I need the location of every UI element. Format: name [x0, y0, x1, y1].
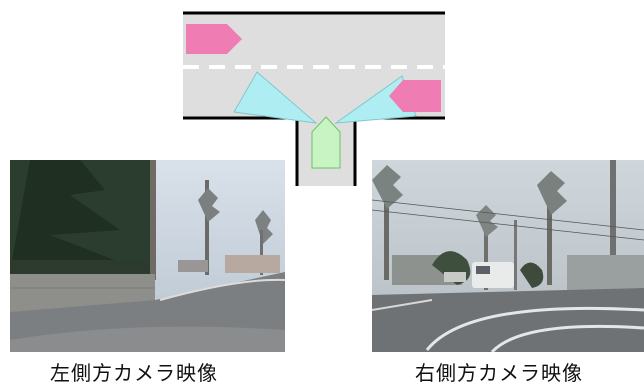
- other-vehicle-right-bound: [186, 24, 242, 54]
- other-vehicle-left-bound: [389, 80, 441, 112]
- right-camera-image: [372, 160, 644, 352]
- intersection-diagram: [183, 11, 445, 186]
- left-camera-fov: [233, 71, 318, 124]
- own-vehicle: [311, 116, 341, 169]
- right-camera-caption: 右側方カメラ映像: [415, 361, 583, 385]
- left-camera-image: [10, 160, 285, 352]
- left-camera-caption: 左側方カメラ映像: [50, 361, 218, 385]
